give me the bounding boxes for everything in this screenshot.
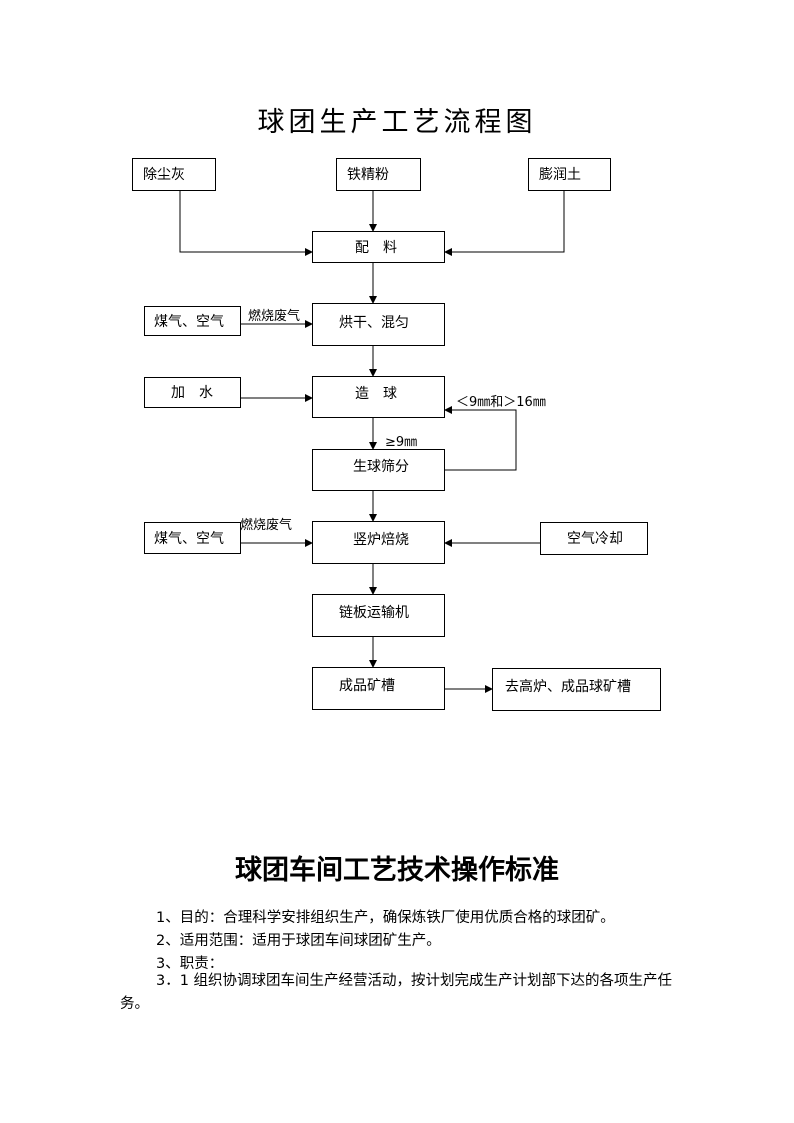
arrow-screening-return	[444, 406, 517, 471]
box-balling: 造 球	[312, 376, 445, 418]
box-bentonite: 膨润土	[528, 158, 611, 191]
label-exhaust-2: 燃烧废气	[240, 518, 293, 533]
box-iron-powder: 铁精粉	[336, 158, 421, 191]
box-air-cooling: 空气冷却	[540, 522, 648, 555]
flowchart-title: 球团生产工艺流程图	[257, 107, 537, 138]
flowchart-connectors	[179, 190, 565, 693]
arrow-dust-to-batching	[179, 190, 313, 256]
label-return-size: ＜9㎜和＞16㎜	[456, 395, 546, 410]
paragraph-duty-3-1: 3．1 组织协调球团车间生产经营活动，按计划完成生产计划部下达的各项生产任务。	[120, 973, 673, 1012]
paragraph-duties: 3、职责：	[156, 956, 224, 972]
box-drying-mixing: 烘干、混匀	[312, 303, 445, 346]
paragraph-purpose: 1、目的：合理科学安排组织生产，确保炼铁厂使用优质合格的球团矿。	[156, 910, 615, 926]
box-gas-air-1: 煤气、空气	[144, 306, 241, 336]
label-exhaust-1: 燃烧废气	[248, 309, 301, 324]
arrow-bentonite-to-batching	[444, 190, 565, 256]
box-gas-air-2: 煤气、空气	[144, 522, 241, 554]
paragraph-scope: 2、适用范围：适用于球团车间球团矿生产。	[156, 933, 441, 949]
box-roasting: 竖炉焙烧	[312, 521, 445, 564]
box-dust: 除尘灰	[132, 158, 216, 191]
box-product-bin: 成品矿槽	[312, 667, 445, 710]
box-screening: 生球筛分	[312, 449, 445, 491]
box-batching: 配 料	[312, 231, 445, 263]
box-add-water: 加 水	[144, 377, 241, 408]
label-pass-size: ≥9㎜	[385, 435, 418, 450]
box-destination: 去高炉、成品球矿槽	[492, 668, 661, 711]
document-title: 球团车间工艺技术操作标准	[235, 855, 559, 886]
box-conveyor: 链板运输机	[312, 594, 445, 637]
